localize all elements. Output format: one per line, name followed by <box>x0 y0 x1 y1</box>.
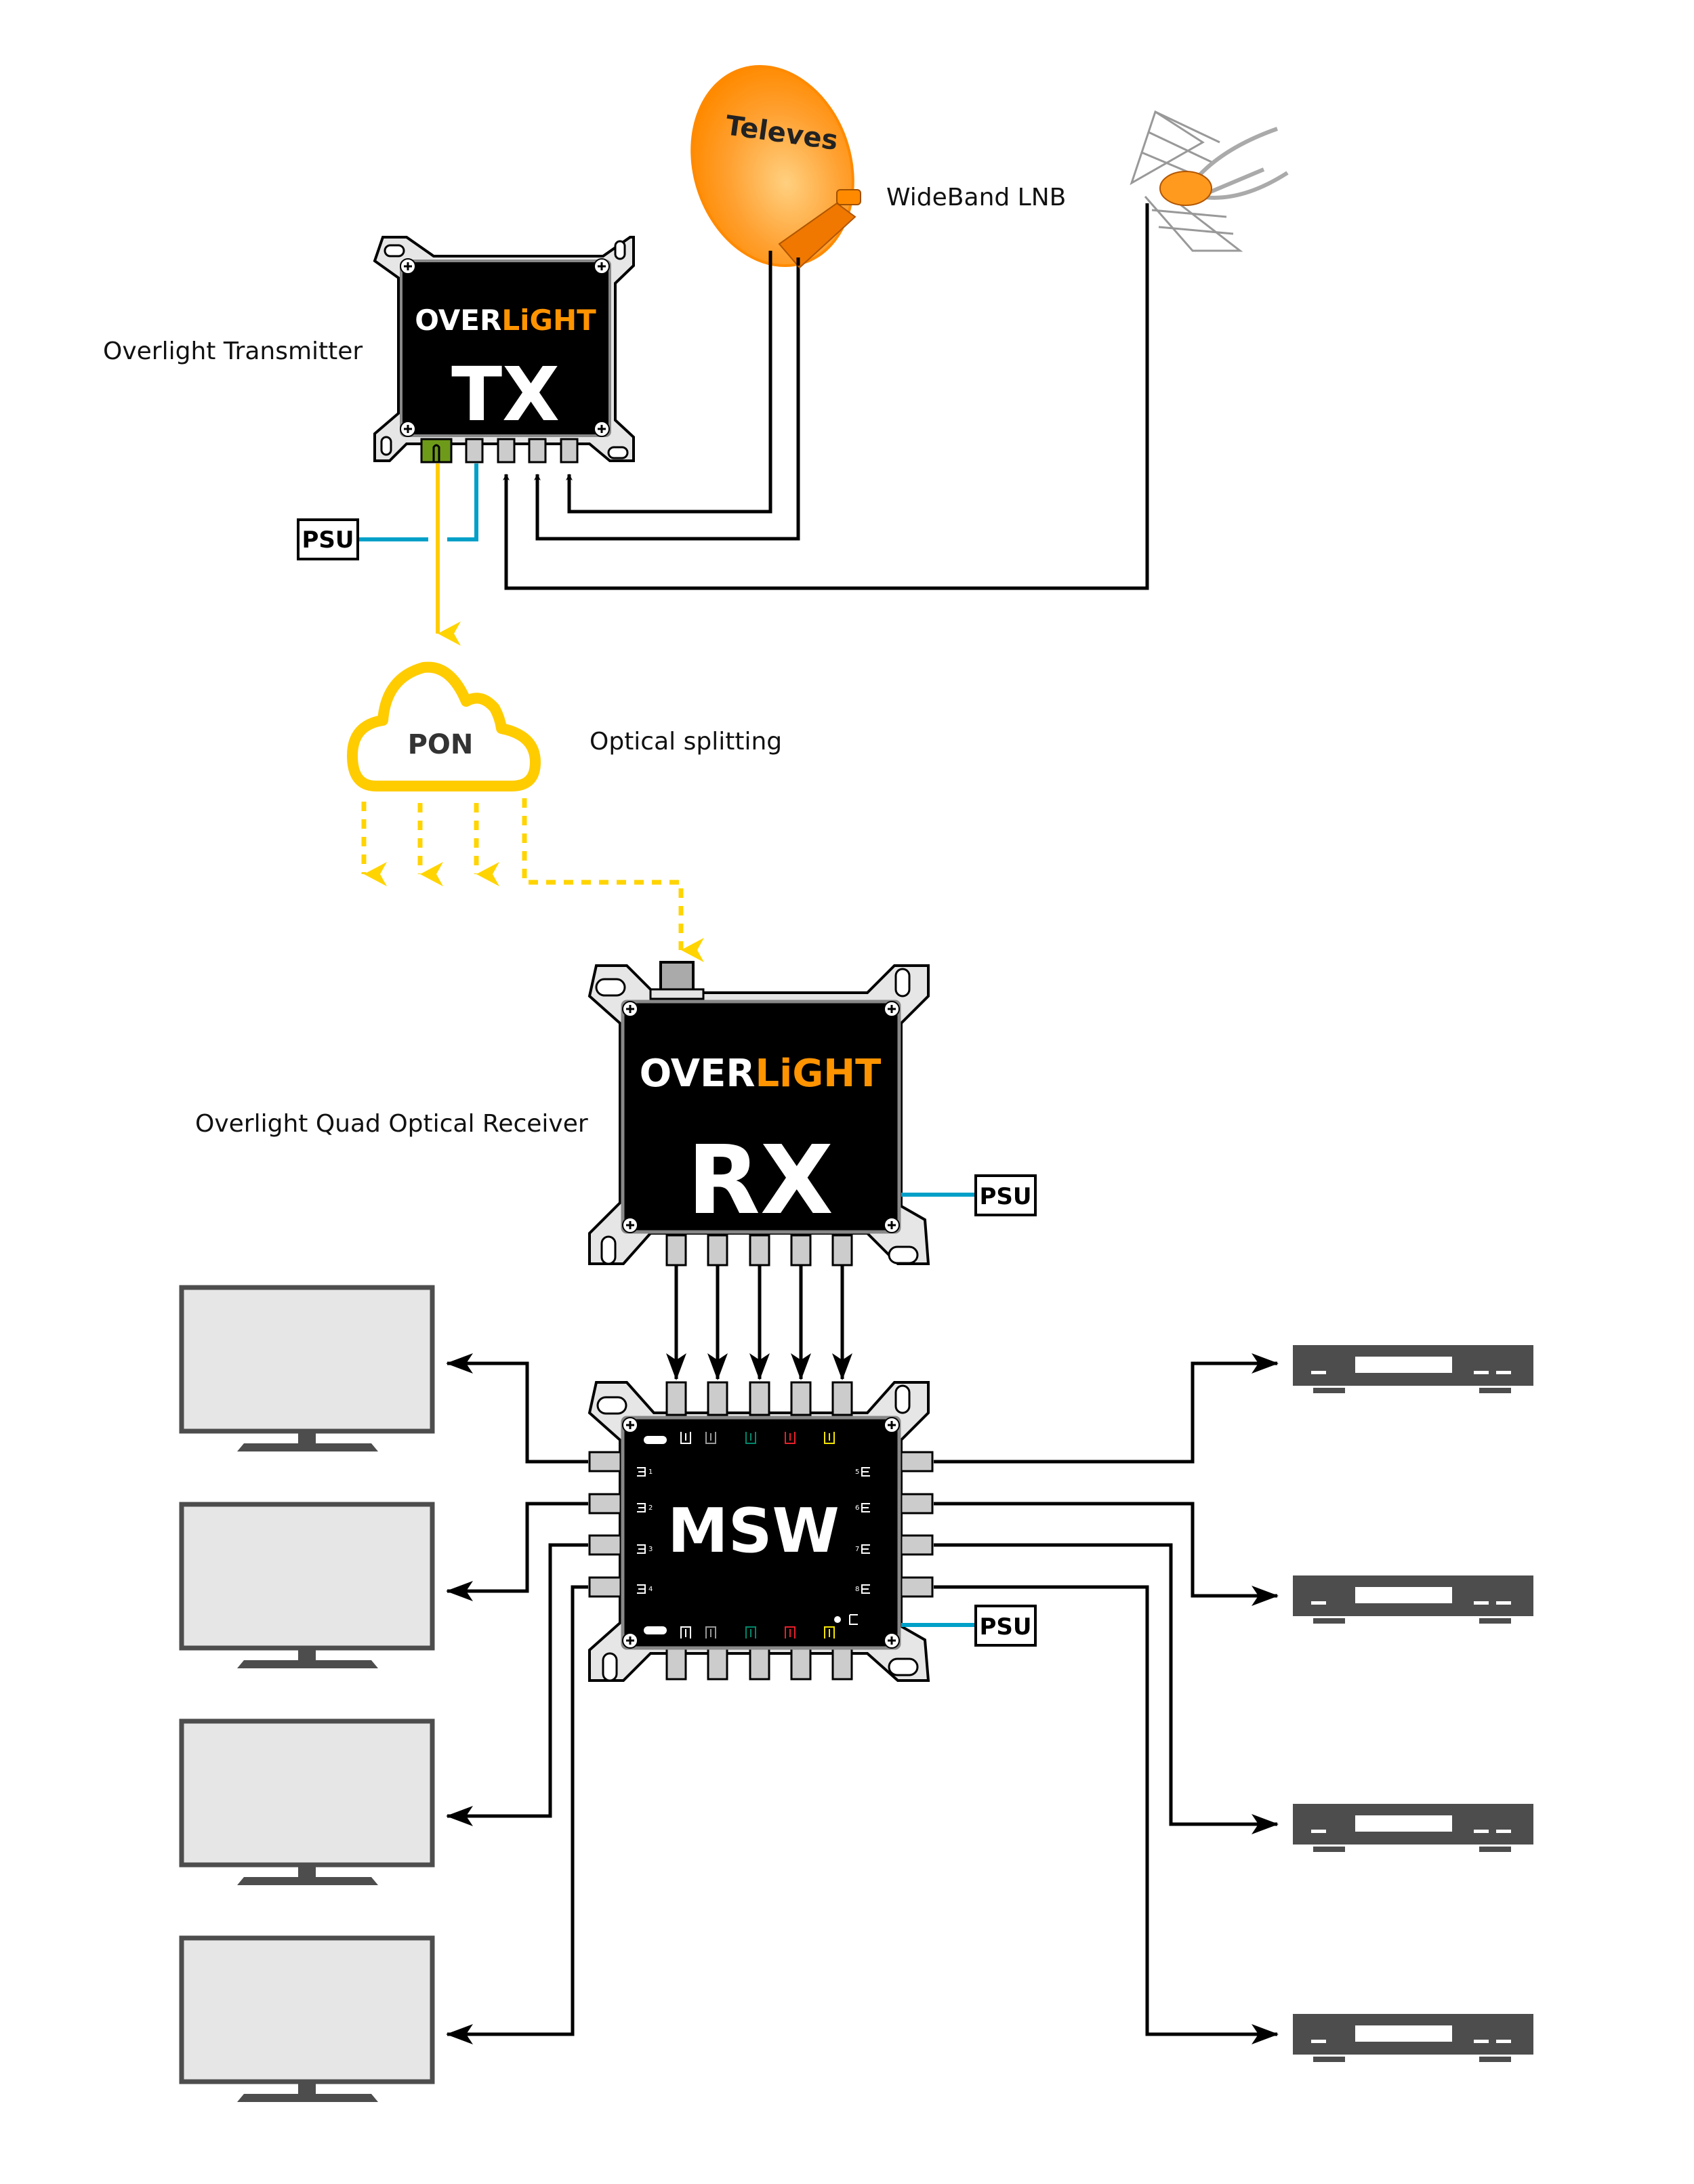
svg-text:5: 5 <box>855 1468 859 1476</box>
msw-output-4[interactable] <box>588 1576 622 1598</box>
tx-rf-port-1[interactable] <box>497 438 516 463</box>
msw-output-1[interactable] <box>588 1451 622 1472</box>
msw-body <box>621 1416 901 1650</box>
svg-text:8: 8 <box>855 1586 859 1593</box>
lnb-label: WideBand LNB <box>886 184 1066 211</box>
terrestrial-antenna-icon <box>1130 110 1289 264</box>
svg-text:PSU: PSU <box>302 527 354 554</box>
tx-fiber-port[interactable] <box>420 438 453 463</box>
overlight-transmitter[interactable]: OVERLiGHT TX <box>373 236 635 463</box>
svg-text:PON: PON <box>408 729 474 760</box>
rx-port-2[interactable] <box>707 1234 728 1266</box>
svg-text:1: 1 <box>648 1468 653 1476</box>
multiswitch[interactable]: MSW 1 2 3 4 5 6 7 <box>587 1381 934 1682</box>
msw-output-2[interactable] <box>588 1493 622 1515</box>
lnb-icon <box>836 189 861 205</box>
tx-rf-port-2[interactable] <box>528 438 547 463</box>
tx-body <box>400 260 611 437</box>
tv-icon <box>179 1285 435 1434</box>
rx-port-5[interactable] <box>831 1234 853 1266</box>
msw-output-6[interactable] <box>900 1493 934 1515</box>
msw-through-5[interactable] <box>831 1645 853 1681</box>
msw-through-1[interactable] <box>665 1645 687 1681</box>
msw-output-cables <box>446 1353 1279 2044</box>
msw-output-3[interactable] <box>588 1534 622 1556</box>
rx-port-1[interactable] <box>665 1234 687 1266</box>
tx-power-port[interactable] <box>465 438 484 463</box>
svg-text:PSU: PSU <box>979 1183 1031 1210</box>
stb-4[interactable] <box>1293 2014 1533 2062</box>
satellite-dish: Televes <box>690 64 861 269</box>
msw-input-3[interactable] <box>749 1381 770 1416</box>
tx-psu[interactable]: PSU <box>297 518 359 560</box>
tv-icon <box>179 1502 435 1651</box>
tv-1[interactable] <box>179 1285 435 1451</box>
cable-lnb-2 <box>534 264 800 541</box>
optical-split-outputs <box>361 798 704 962</box>
msw-output-labels: 1 2 3 4 5 6 7 8 <box>637 1467 870 1594</box>
svg-text:6: 6 <box>855 1504 859 1512</box>
cable-lnb-1 <box>566 264 772 514</box>
stb-3[interactable] <box>1293 1804 1533 1852</box>
msw-psu[interactable]: PSU <box>974 1605 1037 1647</box>
msw-through-2[interactable] <box>707 1645 728 1681</box>
rx-brand: OVERLiGHT <box>640 1052 882 1096</box>
receiver-label: Overlight Quad Optical Receiver <box>195 1110 588 1138</box>
msw-through-3[interactable] <box>749 1645 770 1681</box>
msw-input-2[interactable] <box>707 1381 728 1416</box>
msw-input-5[interactable] <box>831 1381 853 1416</box>
rx-port-3[interactable] <box>749 1234 770 1266</box>
msw-output-7[interactable] <box>900 1534 934 1556</box>
svg-text:7: 7 <box>855 1546 859 1553</box>
rx-model: RX <box>687 1126 833 1236</box>
msw-model: MSW <box>667 1496 840 1567</box>
tx-power-cable-2 <box>447 463 478 541</box>
msw-input-1[interactable] <box>665 1381 687 1416</box>
msw-through-4[interactable] <box>790 1645 812 1681</box>
coax-cables-top <box>503 224 1149 590</box>
msw-output-8[interactable] <box>900 1576 934 1598</box>
tx-model: TX <box>451 351 560 438</box>
svg-text:2: 2 <box>648 1504 653 1512</box>
tx-rf-port-3[interactable] <box>560 438 579 463</box>
rx-to-msw-cables <box>666 1266 852 1380</box>
msw-output-5[interactable] <box>900 1451 934 1472</box>
rx-psu[interactable]: PSU <box>974 1174 1037 1216</box>
tv-2[interactable] <box>179 1502 435 1668</box>
svg-text:PSU: PSU <box>979 1613 1031 1641</box>
cable-terrestrial <box>503 224 1149 590</box>
tv-4[interactable] <box>179 1935 435 2102</box>
msw-input-4[interactable] <box>790 1381 812 1416</box>
transmitter-label: Overlight Transmitter <box>103 337 363 365</box>
overlight-receiver[interactable]: OVERLiGHT RX <box>587 961 930 1266</box>
tv-3[interactable] <box>179 1718 435 1885</box>
msw-through-indicators <box>644 1614 858 1639</box>
tx-brand: OVERLiGHT <box>415 304 596 337</box>
optical-splitting-label: Optical splitting <box>590 728 782 756</box>
tv-icon <box>179 1718 435 1868</box>
svg-text:4: 4 <box>648 1586 653 1593</box>
tv-icon <box>179 1935 435 2084</box>
stb-2[interactable] <box>1293 1575 1533 1624</box>
pon-cloud: PON <box>347 661 541 791</box>
rx-body <box>621 1000 901 1234</box>
stb-1[interactable] <box>1293 1345 1533 1393</box>
rx-port-4[interactable] <box>790 1234 812 1266</box>
svg-text:3: 3 <box>648 1546 653 1553</box>
msw-input-indicators <box>644 1432 835 1444</box>
